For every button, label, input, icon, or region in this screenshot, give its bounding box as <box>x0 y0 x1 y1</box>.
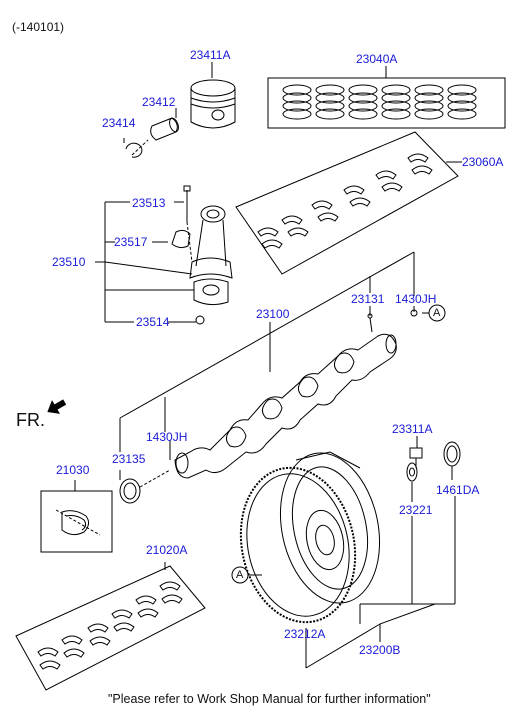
part-23514: 23514 <box>136 315 170 329</box>
part-23060A: 23060A <box>462 155 504 169</box>
part-21030: 21030 <box>56 463 90 477</box>
footer-note: "Please refer to Work Shop Manual for fu… <box>108 692 431 706</box>
connecting-rod <box>171 185 233 325</box>
flywheel <box>239 451 381 668</box>
thrust-ring <box>119 469 171 504</box>
part-23411A: 23411A <box>190 48 231 62</box>
part-23135: 23135 <box>112 452 146 466</box>
part-23212A: 23212A <box>284 627 326 641</box>
part-23221: 23221 <box>399 503 433 517</box>
part-1461DA: 1461DA <box>436 483 480 497</box>
part-23311A: 23311A <box>392 422 433 436</box>
part-23513: 23513 <box>132 196 166 210</box>
callout-a-top-label: A <box>433 307 441 319</box>
piston <box>190 62 236 129</box>
part-1430JH-top: 1430JH <box>395 292 437 306</box>
front-direction-label: FR. <box>16 410 45 430</box>
snap-ring <box>123 138 149 158</box>
piston-ring-stacks <box>282 84 477 120</box>
front-direction-arrow <box>47 399 67 414</box>
main-bearing-box <box>15 562 206 691</box>
conrod-bearing-box <box>235 131 462 275</box>
crankshaft-bracket <box>119 251 415 480</box>
date-code: (-140101) <box>12 20 65 34</box>
part-23414: 23414 <box>102 116 136 130</box>
part-23040A: 23040A <box>356 52 398 66</box>
part-23100: 23100 <box>256 307 290 321</box>
thrust-bearing-box <box>40 480 113 553</box>
callout-a-bottom-label: A <box>236 569 244 581</box>
part-23200B: 23200B <box>359 643 401 657</box>
part-23131: 23131 <box>351 292 385 306</box>
main-bearing-shells <box>37 581 183 670</box>
conrod-group-bracket <box>95 201 196 323</box>
part-23510: 23510 <box>52 255 86 269</box>
part-21020A: 21020A <box>146 543 188 557</box>
piston-pin <box>150 108 179 141</box>
flywheel-hardware <box>305 436 461 669</box>
part-23517: 23517 <box>114 235 148 249</box>
part-23412: 23412 <box>142 95 176 109</box>
piston-ring-set-box <box>267 66 506 129</box>
part-1430JH-left: 1430JH <box>146 430 188 444</box>
bearing-shells <box>257 153 433 249</box>
crankshaft <box>174 309 418 479</box>
